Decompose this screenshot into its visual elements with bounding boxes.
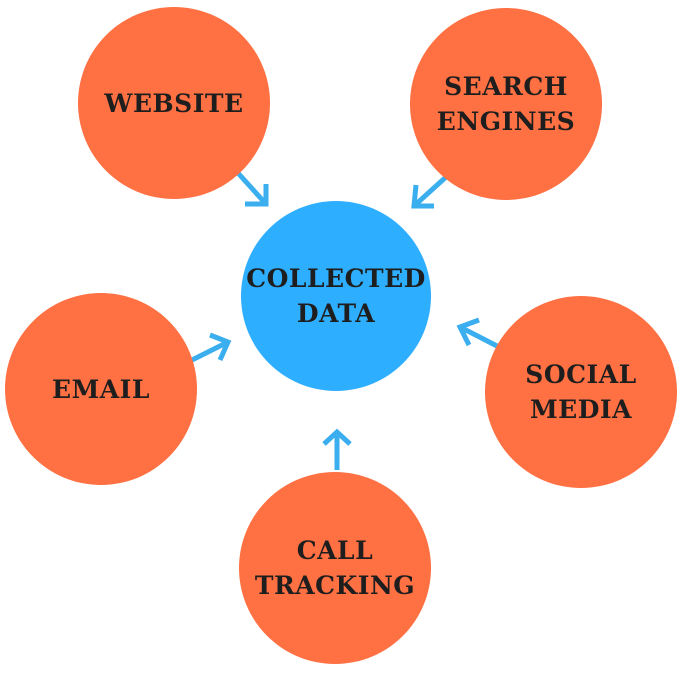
source-node-label-social-media: SOCIAL MEDIA	[525, 360, 637, 424]
arrow-email-to-center	[188, 332, 232, 364]
source-node-label-call-tracking: CALL TRACKING	[254, 536, 416, 600]
source-node-website: WEBSITE	[78, 7, 270, 199]
arrow-social-media-to-center	[456, 317, 499, 349]
source-node-search-engines: SEARCH ENGINES	[410, 8, 602, 200]
source-node-email: EMAIL	[5, 293, 197, 485]
center-node-label: COLLECTED DATA	[246, 264, 426, 328]
source-node-call-tracking: CALL TRACKING	[239, 472, 431, 664]
source-node-label-website: WEBSITE	[104, 88, 244, 118]
arrow-website-to-center	[236, 171, 269, 207]
arrow-call-tracking-to-center	[322, 428, 352, 470]
source-node-label-search-engines: SEARCH ENGINES	[436, 72, 576, 136]
source-node-label-email: EMAIL	[52, 374, 150, 404]
source-node-social-media: SOCIAL MEDIA	[485, 296, 677, 488]
center-node-collected-data: COLLECTED DATA	[241, 201, 431, 391]
arrow-search-engines-to-center	[411, 175, 448, 209]
